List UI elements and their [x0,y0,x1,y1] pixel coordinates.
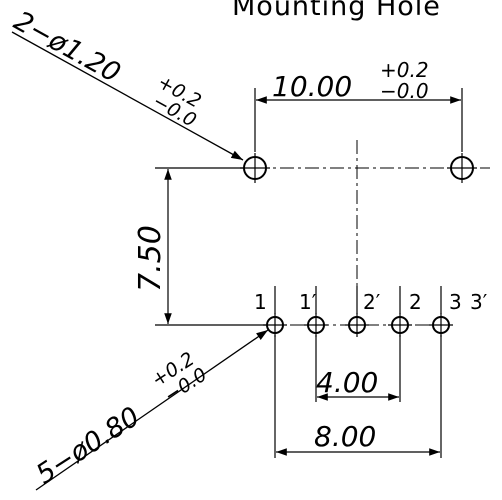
pin-label-1: 1 [254,290,267,314]
pin-label-3-prime: 3′ [470,290,488,314]
dimension-4-value: 4.00 [316,366,378,399]
pin-separators [274,286,442,314]
pin-label-2-prime: 2′ [363,290,381,314]
dimension-10-tol-plus: +0.2 [380,58,429,82]
pin-label-2: 2 [409,290,422,314]
pin-label-1-prime: 1′ [299,290,317,314]
small-hole-leader [35,329,269,491]
large-hole-leader [11,31,244,161]
large-hole-callout: 2−ø1.20 [9,6,126,90]
pin-label-3: 3 [449,290,462,314]
dimension-10-tol-minus: −0.0 [380,79,429,103]
drawing-title: Mounting Hole [232,0,441,22]
small-hole-callout: 5−ø0.80 [31,401,146,490]
dimension-10-value: 10.00 [272,70,352,103]
dimension-8-value: 8.00 [314,420,376,453]
dimension-7-50-value: 7.50 [133,225,168,292]
